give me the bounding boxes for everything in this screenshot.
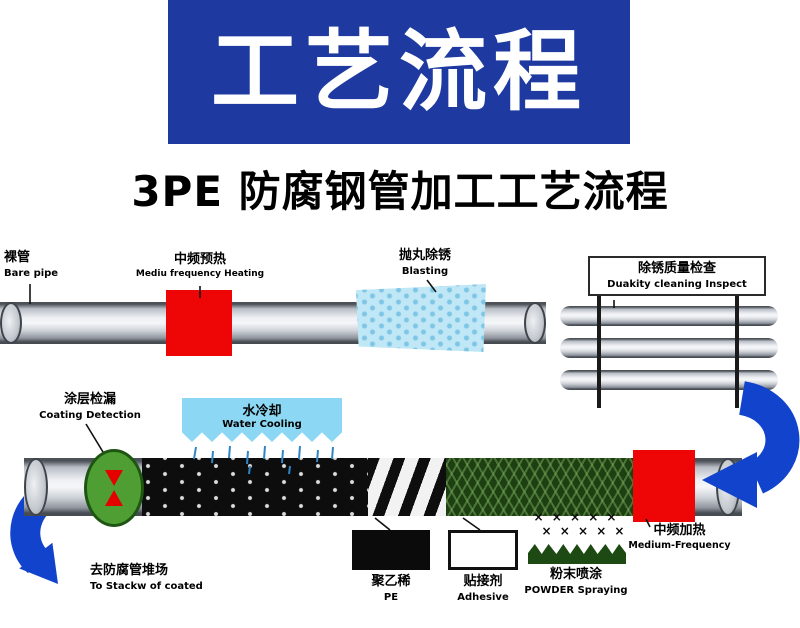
rack-pipe-3 — [560, 370, 778, 390]
powder-label: 粉末喷涂 POWDER Spraying — [506, 567, 646, 597]
shot-blasting-chamber — [356, 284, 486, 352]
preheat-label: 中频预热 Mediu frequency Heating — [130, 252, 270, 281]
adhesive-legend-swatch — [448, 530, 518, 570]
blasting-label-zh: 抛丸除锈 — [398, 248, 451, 263]
bare-pipe-label: 裸管 Bare pipe — [4, 250, 74, 280]
bare-pipe-label-en: Bare pipe — [4, 267, 59, 279]
coated-pipe-left-cap — [24, 458, 48, 516]
spray-marks-row-1: × × × × × — [533, 510, 619, 524]
rack-pipe-2 — [560, 338, 778, 358]
rack-bar-left — [597, 296, 601, 408]
detector-arrow-up-icon — [105, 490, 123, 506]
water-cooling-label-en: Water Cooling — [222, 419, 302, 430]
to-stack-label: 去防腐管堆场 To Stackw of coated — [90, 563, 240, 593]
title-banner: 工艺流程 — [168, 0, 630, 144]
preheat-label-zh: 中频预热 — [173, 252, 226, 267]
pe-label-en: PE — [383, 591, 399, 603]
powder-coated-section — [446, 458, 634, 516]
adhesive-label-en: Adhesive — [457, 591, 509, 603]
water-cooling-label-zh: 水冷却 — [242, 404, 282, 419]
preheat-label-en: Mediu frequency Heating — [135, 268, 265, 279]
blasting-label-en: Blasting — [401, 265, 449, 277]
water-cooling-unit: 水冷却 Water Cooling — [182, 398, 342, 442]
medium-frequency-label-zh: 中频加热 — [653, 523, 706, 538]
rack-bar-right — [735, 296, 739, 408]
medium-frequency-heater — [633, 450, 695, 522]
bare-pipe-right-cap — [524, 302, 546, 344]
coating-detection-label: 涂层检漏 Coating Detection — [34, 392, 146, 422]
diagram-subtitle: 3PE 防腐钢管加工工艺流程 — [131, 167, 669, 216]
inspect-label-en: Duakity cleaning Inspect — [607, 278, 747, 290]
medium-frequency-label-en: Medium-Frequency — [628, 539, 731, 551]
pe-coated-section — [142, 458, 368, 516]
powder-label-zh: 粉末喷涂 — [549, 567, 602, 582]
bare-pipe-label-zh: 裸管 — [4, 250, 31, 265]
adhesive-label-zh: 贴接剂 — [463, 574, 503, 589]
rack-pipe-1 — [560, 306, 778, 326]
coated-pipe-right-cap — [716, 458, 740, 516]
spray-marks-row-2: × × × × × — [541, 524, 627, 538]
pe-label-zh: 聚乙稀 — [371, 574, 411, 589]
pe-label: 聚乙稀 PE — [341, 574, 441, 604]
inspect-label-box: 除锈质量检查 Duakity cleaning Inspect — [588, 256, 766, 296]
pe-legend-swatch — [352, 530, 430, 570]
coating-leak-detector — [84, 449, 144, 527]
powder-label-en: POWDER Spraying — [524, 584, 628, 596]
adhesive-section — [368, 458, 446, 516]
to-stack-label-zh: 去防腐管堆场 — [90, 563, 169, 578]
inspect-label-zh: 除锈质量检查 — [637, 261, 716, 276]
preheat-induction-coil — [166, 290, 232, 356]
powder-legend-swatch — [528, 544, 626, 564]
to-stack-label-en: To Stackw of coated — [90, 580, 203, 592]
adhesive-label: 贴接剂 Adhesive — [437, 574, 529, 604]
coating-detection-label-zh: 涂层检漏 — [63, 392, 116, 407]
page-title: 工艺流程 — [210, 20, 587, 123]
bare-pipe-left-cap — [0, 302, 22, 344]
coating-detection-label-en: Coating Detection — [39, 409, 141, 421]
detector-arrow-down-icon — [105, 470, 123, 486]
blasting-label: 抛丸除锈 Blasting — [380, 248, 470, 278]
medium-frequency-label: 中频加热 Medium-Frequency — [622, 523, 737, 552]
